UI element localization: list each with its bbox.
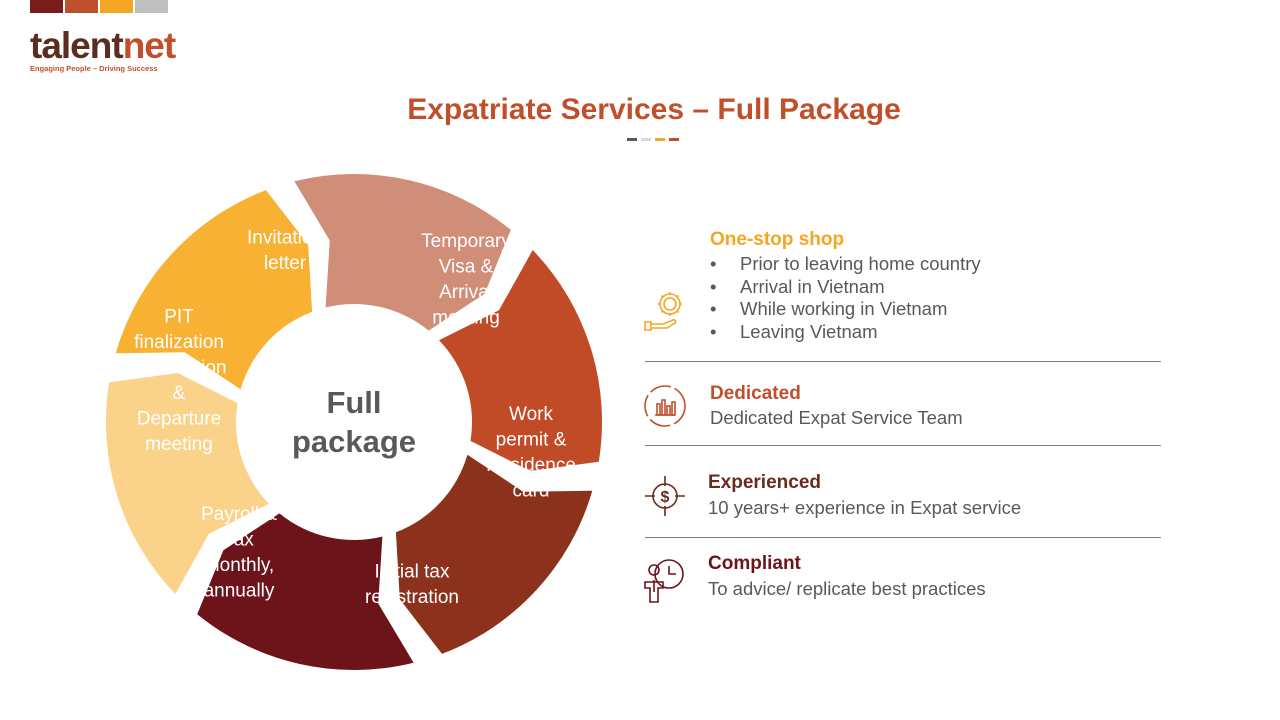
logo-word-talent: talent — [30, 25, 124, 66]
brand-color-bar — [30, 0, 168, 13]
talentnet-logo: talentnet Engaging People – Driving Succ… — [30, 26, 180, 76]
gear-hand-icon — [644, 292, 682, 331]
feature-dedicated-text: Dedicated Expat Service Team — [710, 407, 963, 428]
logo-wordmark: talentnet — [30, 26, 180, 66]
feature-divider-1 — [645, 361, 1161, 362]
cycle-segment-4-label-line: registration — [365, 587, 459, 608]
cycle-segment-6-label-line: Departure — [137, 408, 222, 429]
feature-one-stop-list: Prior to leaving home country Arrival in… — [710, 253, 981, 343]
cycle-segment-3-label-line: permit & — [496, 429, 567, 450]
cycle-segment-3 — [439, 250, 603, 471]
dash-4 — [669, 138, 679, 141]
cycle-center-line-2: package — [292, 424, 416, 459]
cycle-segment-6-label-line: & — [173, 383, 186, 404]
cycle-segment-1 — [115, 190, 313, 390]
cycle-center-circle — [246, 314, 462, 530]
list-item: Prior to leaving home country — [710, 253, 981, 276]
cycle-segment-3-label-line: Work — [509, 404, 553, 425]
feature-compliant-text: To advice/ replicate best practices — [708, 578, 986, 599]
cycle-segment-5-label-line: Tax — [224, 529, 254, 550]
cycle-segment-2-label-line: Arrival — [439, 282, 493, 303]
feature-dedicated-title: Dedicated — [710, 383, 801, 404]
cycle-segment-6-label-line: PIT — [164, 306, 194, 327]
cycle-segment-5-label-line: annually — [204, 580, 275, 601]
dash-1 — [627, 138, 637, 141]
cycle-segment-6-label-line: meeting — [145, 434, 213, 455]
cycle-segment-3-label-line: card — [513, 480, 550, 501]
brand-bar-1 — [30, 0, 63, 13]
dollar-target-icon: $ — [645, 476, 685, 516]
cycle-segment-5-label-line: monthly, — [204, 555, 274, 576]
cycle-diagram: Full package Invitation letter TemporaryVi… — [105, 174, 603, 670]
list-item: Arrival in Vietnam — [710, 276, 981, 299]
cycle-segment-5-label-line: Payroll & — [201, 504, 277, 525]
brand-bar-3 — [100, 0, 133, 13]
dash-3 — [655, 138, 665, 141]
dash-2 — [641, 138, 651, 141]
cycle-segment-6-label-line: repatriation — [131, 357, 226, 378]
logo-word-net: net — [122, 25, 176, 66]
cycle-segment-5 — [197, 513, 414, 670]
cycle-center-line-1: Full — [326, 385, 381, 420]
chart-circle-icon — [644, 385, 686, 427]
cycle-segment-6-label-line: finalization — [134, 332, 224, 353]
logo-tagline: Engaging People – Driving Success — [30, 64, 158, 73]
feature-one-stop-title: One-stop shop — [710, 229, 845, 250]
feature-divider-3 — [645, 537, 1161, 538]
feature-experienced-text: 10 years+ experience in Expat service — [708, 497, 1022, 518]
cycle-segment-2-label-line: Temporary — [421, 231, 511, 252]
brand-bar-2 — [65, 0, 98, 13]
cycle-segment-1-label-line: letter — [264, 253, 307, 274]
feature-compliant-title: Compliant — [708, 553, 801, 574]
list-item: While working in Vietnam — [710, 298, 981, 321]
cycle-segment-3-label-line: Residence — [486, 455, 576, 476]
cycle-segment-4-label-line: Initial tax — [375, 561, 450, 582]
cycle-segment-2-label-line: meeting — [432, 307, 500, 328]
cycle-segment-2-label-line: Visa & — [439, 256, 494, 277]
brand-bar-4 — [135, 0, 168, 13]
cycle-segment-4 — [395, 454, 593, 654]
cycle-segment-2 — [294, 174, 511, 331]
list-item: Leaving Vietnam — [710, 321, 981, 344]
cycle-segment-1-label-line: Invitation — [247, 227, 323, 248]
title-underline-dashes — [627, 138, 679, 141]
cycle-segment-6 — [105, 373, 269, 594]
feature-experienced-title: Experienced — [708, 472, 821, 493]
svg-text:$: $ — [661, 489, 670, 506]
feature-divider-2 — [645, 445, 1161, 446]
person-clock-icon — [644, 559, 684, 603]
page-title: Expatriate Services – Full Package — [407, 93, 901, 126]
